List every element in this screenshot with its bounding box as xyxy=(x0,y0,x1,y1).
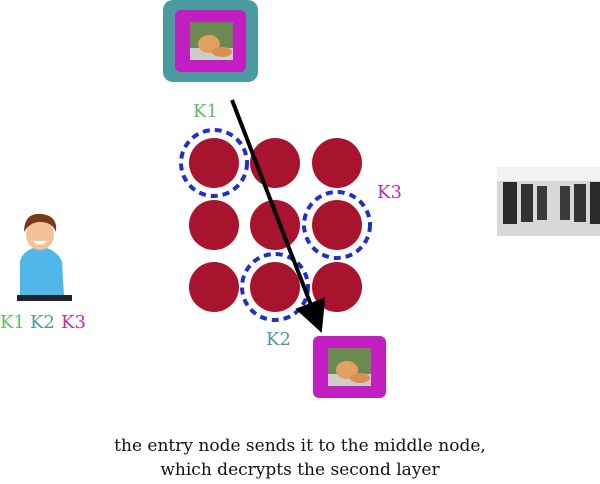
server-image-icon xyxy=(497,167,600,236)
user-avatar-icon xyxy=(17,213,72,301)
cat-image-icon xyxy=(190,22,233,60)
cat-image-icon xyxy=(328,348,371,386)
label-k3: K3 xyxy=(377,182,402,203)
node xyxy=(312,138,362,188)
exit-node-highlight xyxy=(302,190,372,260)
caption: the entry node sends it to the middle no… xyxy=(0,434,600,482)
label-k2: K2 xyxy=(266,329,291,350)
caption-line-1: the entry node sends it to the middle no… xyxy=(114,436,486,456)
relay-node-grid xyxy=(189,138,362,312)
path-arrow xyxy=(230,99,326,333)
node xyxy=(312,200,362,250)
label-k1: K1 xyxy=(193,101,218,122)
node xyxy=(312,262,362,312)
user-key-k2: K2 xyxy=(30,312,55,333)
middle-node-highlight xyxy=(240,252,310,322)
user-key-k3: K3 xyxy=(61,312,86,333)
node xyxy=(189,138,239,188)
node xyxy=(250,200,300,250)
node xyxy=(189,262,239,312)
encrypted-message-two-layers xyxy=(163,0,258,82)
user-key-k1: K1 xyxy=(0,312,25,333)
encrypted-message-one-layer xyxy=(313,336,386,398)
entry-node-highlight xyxy=(179,128,249,198)
node xyxy=(189,200,239,250)
caption-line-2: which decrypts the second layer xyxy=(160,460,440,480)
node xyxy=(250,262,300,312)
